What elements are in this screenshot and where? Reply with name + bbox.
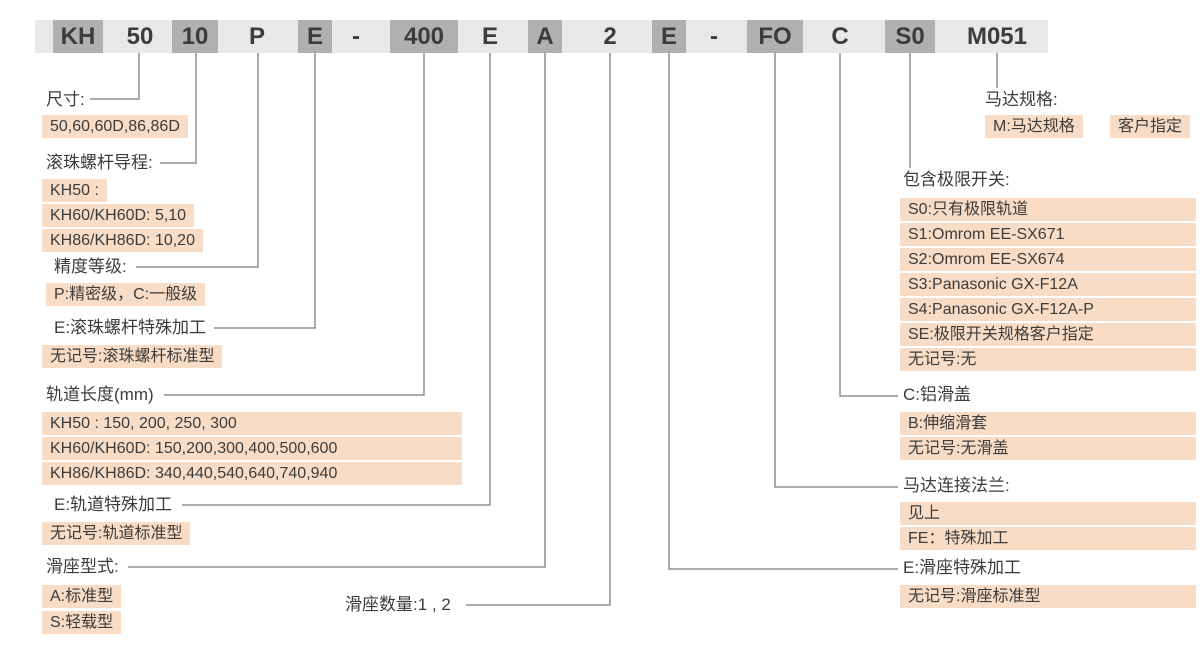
code-segment-screw-special: E <box>298 20 332 53</box>
code-segment-limit-switch: S0 <box>885 20 935 53</box>
limit-switch-option: S2:Omrom EE-SX674 <box>900 248 1196 271</box>
limit-switch-label: 包含极限开关: <box>903 170 1010 189</box>
slider-special-option: 无记号:滑座标准型 <box>900 585 1196 608</box>
slider-count-label: 滑座数量:1 , 2 <box>345 595 451 614</box>
accuracy-label: 精度等级: <box>54 257 127 276</box>
screw-special-option: 无记号:滚珠螺杆标准型 <box>42 345 223 368</box>
callout-line-accuracy <box>136 53 259 268</box>
screw-special-label: E:滚珠螺杆特殊加工 <box>54 318 207 337</box>
limit-switch-option: S4:Panasonic GX-F12A-P <box>900 298 1196 321</box>
screw-lead-option: KH50 : <box>42 179 107 202</box>
code-segment-slider-count: 2 <box>603 23 617 50</box>
code-segment-dash-2: - <box>710 23 718 50</box>
cover-option: B:伸缩滑套 <box>900 412 1196 435</box>
callout-line-slider-type <box>128 53 546 568</box>
rail-special-option: 无记号:轨道标准型 <box>42 522 191 545</box>
accuracy-option: P:精密级，C:一般级 <box>46 283 206 306</box>
flange-option: FE：特殊加工 <box>900 527 1196 550</box>
code-segment-series: KH <box>53 20 103 53</box>
rail-length-option: KH86/KH86D: 340,440,540,640,740,940 <box>42 462 462 485</box>
size-label: 尺寸: <box>46 90 85 109</box>
callout-line-cover <box>839 53 898 397</box>
callout-line-rail-special <box>182 53 491 506</box>
callout-line-flange <box>774 53 898 488</box>
code-segment-slider-type: A <box>528 20 562 53</box>
code-segment-cover: C <box>831 23 849 50</box>
callout-line-slider-count <box>466 53 611 606</box>
rail-length-label: 轨道长度(mm) <box>46 385 154 404</box>
callout-line-size <box>90 53 140 100</box>
rail-length-option: KH50 : 150, 200, 250, 300 <box>42 412 462 435</box>
motor-spec-label: 马达规格: <box>985 90 1058 109</box>
cover-option: 无记号:无滑盖 <box>900 437 1196 460</box>
limit-switch-option: S3:Panasonic GX-F12A <box>900 273 1196 296</box>
rail-length-option: KH60/KH60D: 150,200,300,400,500,600 <box>42 437 462 460</box>
callout-line-slider-special <box>668 53 898 570</box>
slider-special-label: E:滑座特殊加工 <box>903 558 1022 577</box>
callout-line-lead <box>160 53 197 164</box>
motor-spec-option: M:马达规格 <box>985 115 1083 138</box>
callout-line-screw-special <box>214 53 316 329</box>
code-segment-rail-special: E <box>481 23 498 50</box>
screw-lead-label: 滚珠螺杆导程: <box>46 153 153 172</box>
limit-switch-option: SE:极限开关规格客户指定 <box>900 323 1196 346</box>
limit-switch-option: 无记号:无 <box>900 348 1196 371</box>
screw-lead-option: KH86/KH86D: 10,20 <box>42 229 203 252</box>
motor-spec-option: 客户指定 <box>1110 115 1191 138</box>
flange-label: 马达连接法兰: <box>903 476 1010 495</box>
size-option: 50,60,60D,86,86D <box>42 115 188 138</box>
slider-type-option: S:轻载型 <box>42 611 122 634</box>
screw-lead-option: KH60/KH60D: 5,10 <box>42 204 195 227</box>
code-segment-motor-spec: M051 <box>966 23 1028 50</box>
limit-switch-option: S1:Omrom EE-SX671 <box>900 223 1196 246</box>
code-segment-rail-length: 400 <box>390 20 458 53</box>
slider-type-label: 滑座型式: <box>46 557 119 576</box>
cover-label: C:铝滑盖 <box>903 385 971 404</box>
code-segment-dash-1: - <box>352 23 360 50</box>
code-segment-accuracy: P <box>248 23 265 50</box>
callout-line-rail-length <box>164 53 425 396</box>
slider-type-option: A:标准型 <box>42 585 122 608</box>
code-segment-flange: FO <box>747 20 803 53</box>
code-segment-slider-special: E <box>652 20 686 53</box>
rail-special-label: E:轨道特殊加工 <box>54 495 173 514</box>
code-segment-size: 50 <box>126 23 154 50</box>
limit-switch-option: S0:只有极限轨道 <box>900 198 1196 221</box>
flange-option: 见上 <box>900 502 1196 525</box>
code-segment-lead: 10 <box>172 20 218 53</box>
